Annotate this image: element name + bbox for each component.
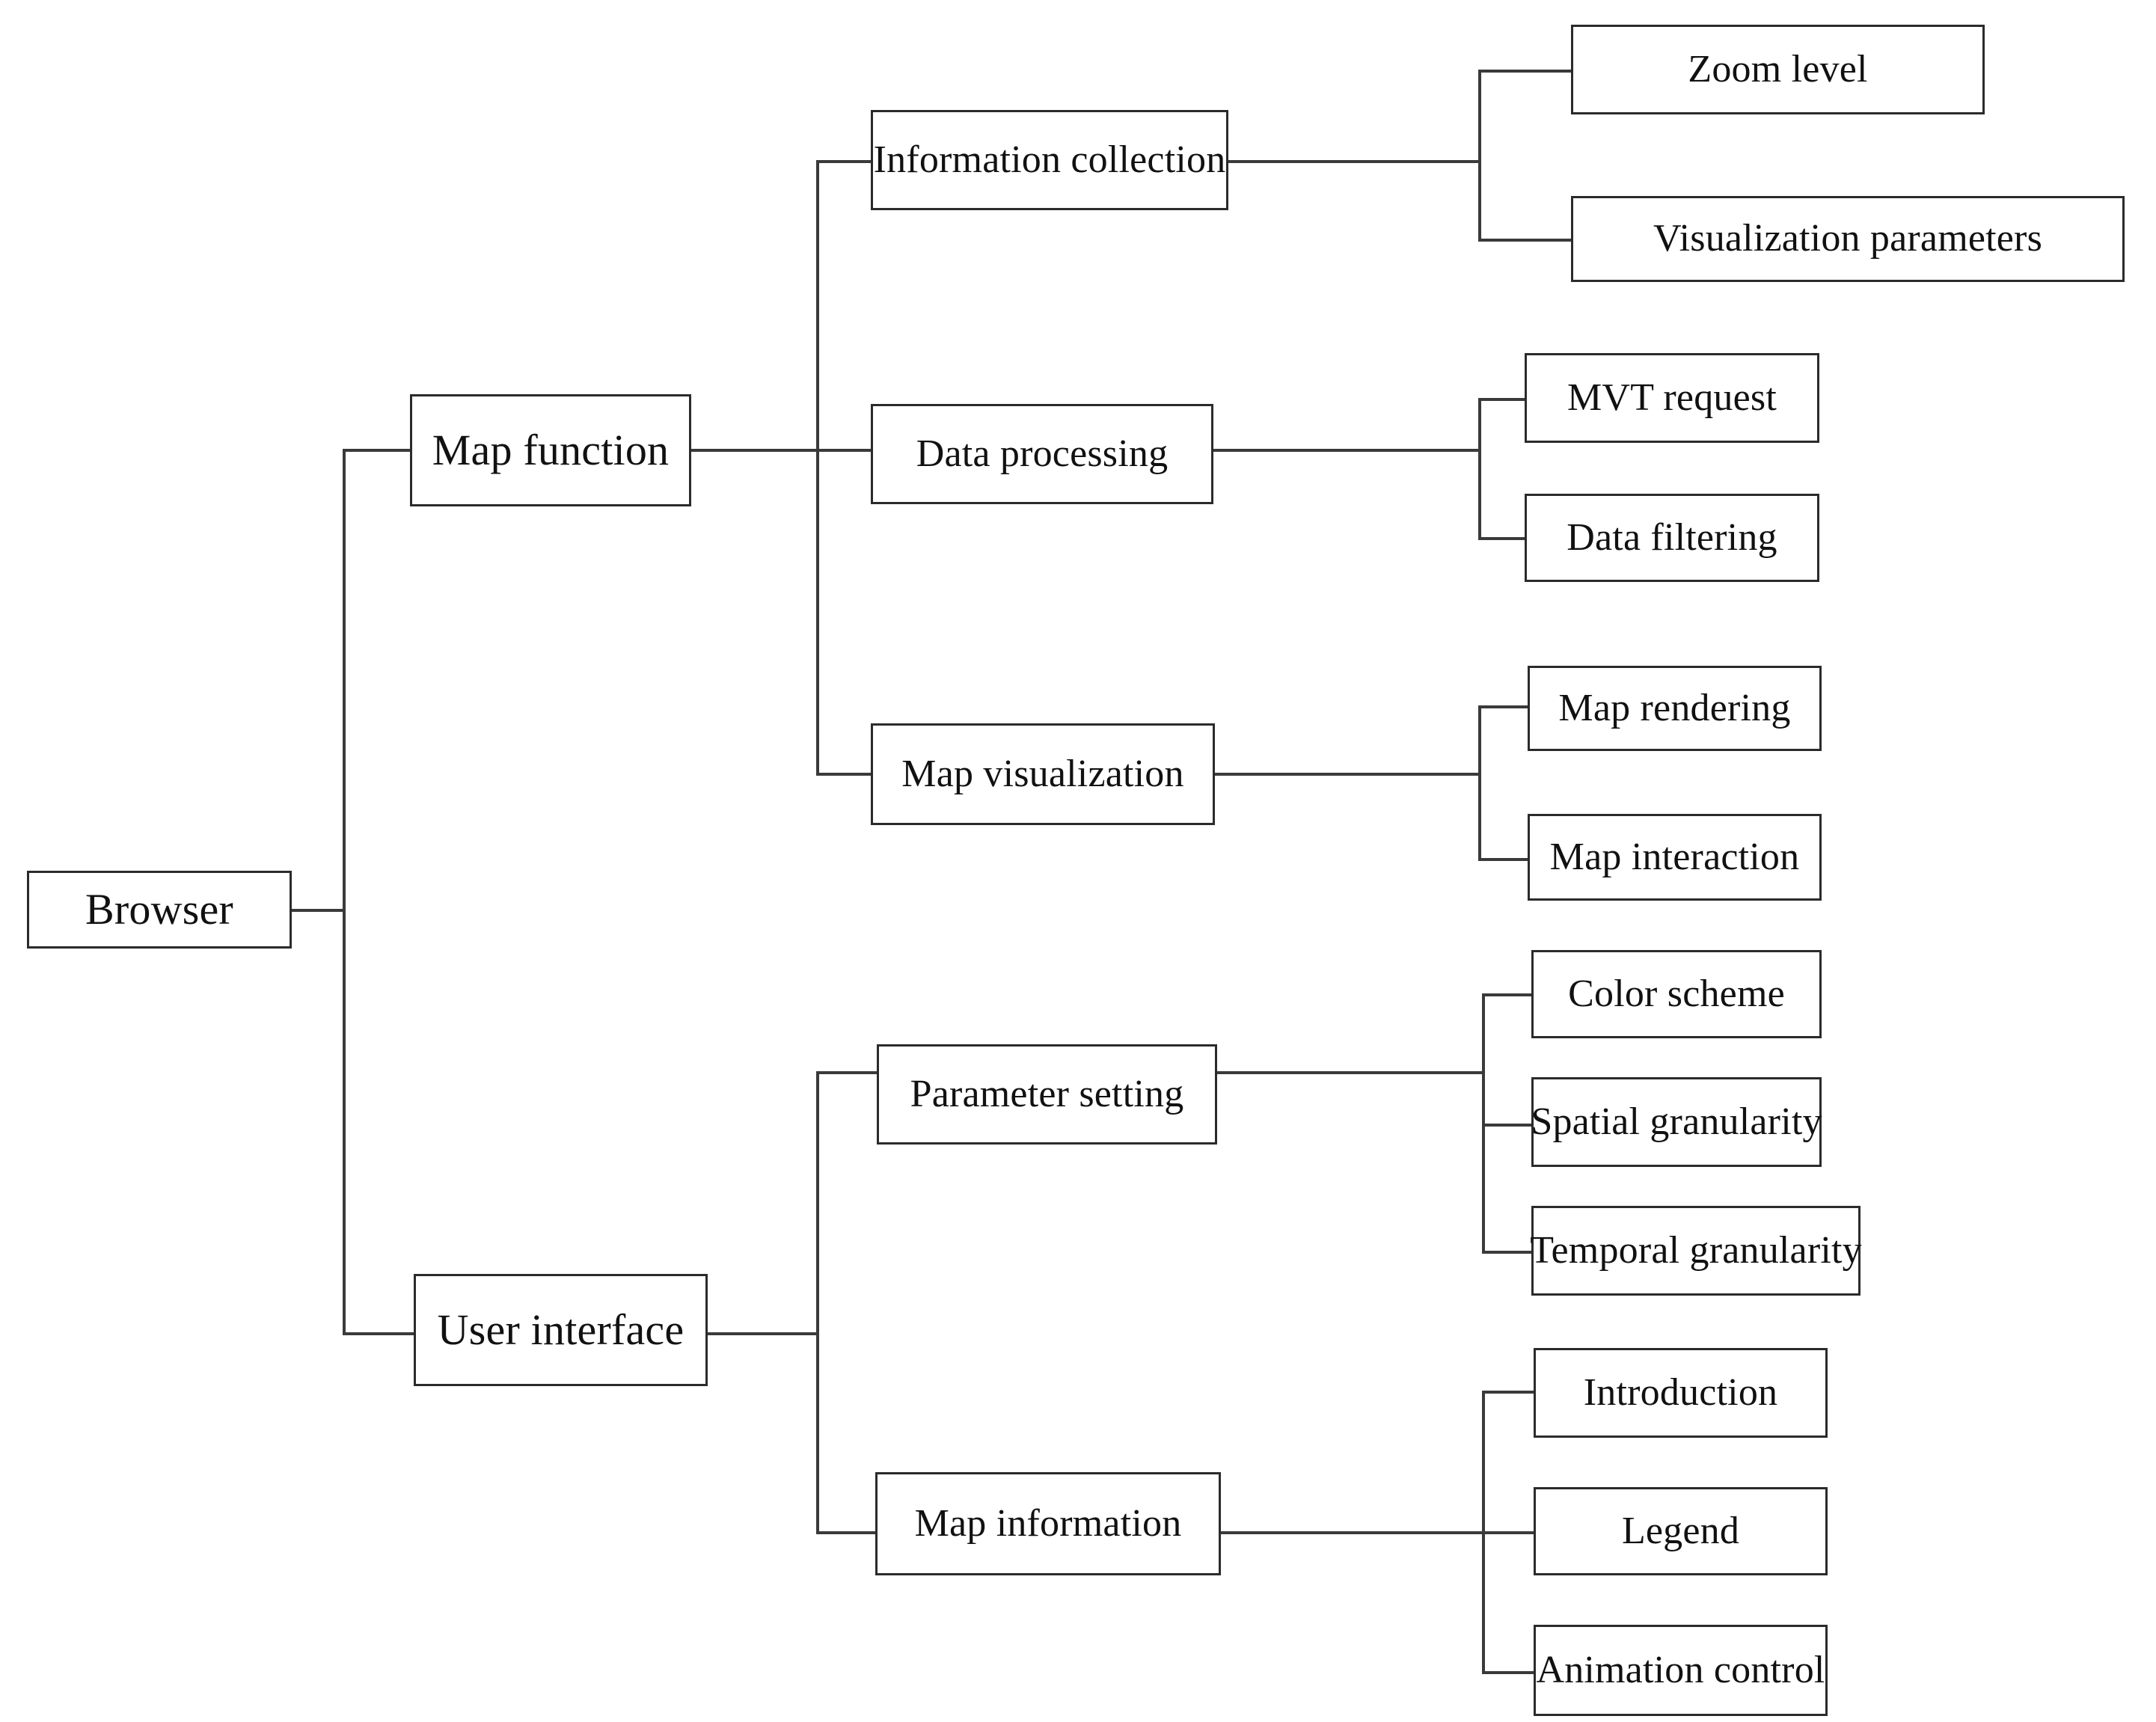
edge-to-information-collection [816,160,872,163]
node-map-rendering-label: Map rendering [1558,686,1791,729]
node-legend-label: Legend [1621,1509,1740,1552]
node-browser-label: Browser [85,884,233,934]
edge-data-processing-trunk [1478,398,1481,540]
node-map-interaction[interactable]: Map interaction [1528,814,1822,901]
edge-to-spatial-granularity [1482,1124,1531,1127]
edge-to-introduction [1482,1391,1534,1394]
edge-to-data-processing [816,449,872,452]
node-introduction-label: Introduction [1583,1370,1778,1414]
edge-information-collection-out [1227,160,1481,163]
node-data-filtering-label: Data filtering [1567,515,1777,559]
node-animation-control-label: Animation control [1536,1648,1825,1691]
edge-trunk-to-map-function [343,449,410,452]
node-color-scheme-label: Color scheme [1568,972,1785,1015]
node-map-interaction-label: Map interaction [1549,835,1800,878]
edge-user-interface-trunk [816,1071,819,1534]
node-parameter-setting-label: Parameter setting [910,1072,1184,1115]
node-spatial-granularity-label: Spatial granularity [1531,1100,1822,1143]
node-spatial-granularity[interactable]: Spatial granularity [1531,1077,1822,1167]
node-data-processing-label: Data processing [916,432,1169,475]
node-animation-control[interactable]: Animation control [1534,1625,1828,1716]
edge-to-data-filtering [1478,537,1526,540]
edge-parameter-setting-out [1216,1071,1485,1074]
edge-to-mvt-request [1478,398,1526,401]
edge-to-map-interaction [1478,858,1528,861]
node-temporal-granularity[interactable]: Temporal granularity [1530,1206,1862,1296]
node-visualization-parameters[interactable]: Visualization parameters [1571,196,2125,282]
node-browser[interactable]: Browser [27,871,292,949]
node-map-function[interactable]: Map function [410,394,691,506]
edge-data-processing-out [1212,449,1481,452]
edge-information-collection-trunk [1478,70,1481,242]
node-legend[interactable]: Legend [1534,1487,1828,1575]
node-map-rendering[interactable]: Map rendering [1528,666,1822,751]
edge-to-zoom-level [1478,70,1572,73]
node-mvt-request-label: MVT request [1567,376,1777,419]
edge-to-animation-control [1482,1671,1534,1674]
edge-map-visualization-out [1213,773,1481,776]
node-information-collection[interactable]: Information collection [871,110,1228,210]
edge-map-function-out [690,449,819,452]
node-mvt-request[interactable]: MVT request [1525,353,1819,443]
edge-map-function-trunk [816,160,819,775]
node-color-scheme[interactable]: Color scheme [1531,950,1822,1038]
node-data-processing[interactable]: Data processing [871,404,1213,504]
edge-to-color-scheme [1482,993,1531,996]
edge-map-visualization-trunk [1478,705,1481,861]
edge-to-temporal-granularity [1482,1251,1531,1254]
node-introduction[interactable]: Introduction [1534,1348,1828,1438]
node-map-visualization[interactable]: Map visualization [871,723,1215,825]
node-zoom-level[interactable]: Zoom level [1571,25,1985,114]
edge-to-map-information [816,1531,878,1534]
node-data-filtering[interactable]: Data filtering [1525,494,1819,582]
edge-root-trunk-vertical [343,449,346,1335]
node-parameter-setting[interactable]: Parameter setting [877,1044,1217,1145]
edge-map-information-trunk [1482,1391,1485,1671]
node-map-function-label: Map function [432,425,670,474]
edge-user-interface-out [707,1332,819,1335]
node-map-visualization-label: Map visualization [901,752,1184,795]
node-information-collection-label: Information collection [873,138,1226,181]
edge-to-map-visualization [816,773,872,776]
node-map-information[interactable]: Map information [875,1472,1221,1575]
edge-to-legend [1482,1531,1534,1534]
edge-browser-to-trunk [292,909,346,912]
node-map-information-label: Map information [914,1501,1182,1545]
edge-to-map-rendering [1478,705,1528,708]
edge-to-visualization-parameters [1478,239,1572,242]
edge-map-information-out [1219,1531,1485,1534]
node-user-interface[interactable]: User interface [414,1274,708,1386]
edge-to-parameter-setting [816,1071,878,1074]
node-zoom-level-label: Zoom level [1688,47,1868,91]
node-visualization-parameters-label: Visualization parameters [1653,217,2043,260]
node-user-interface-label: User interface [437,1305,685,1354]
node-temporal-granularity-label: Temporal granularity [1530,1228,1862,1272]
edge-trunk-to-user-interface [343,1332,416,1335]
